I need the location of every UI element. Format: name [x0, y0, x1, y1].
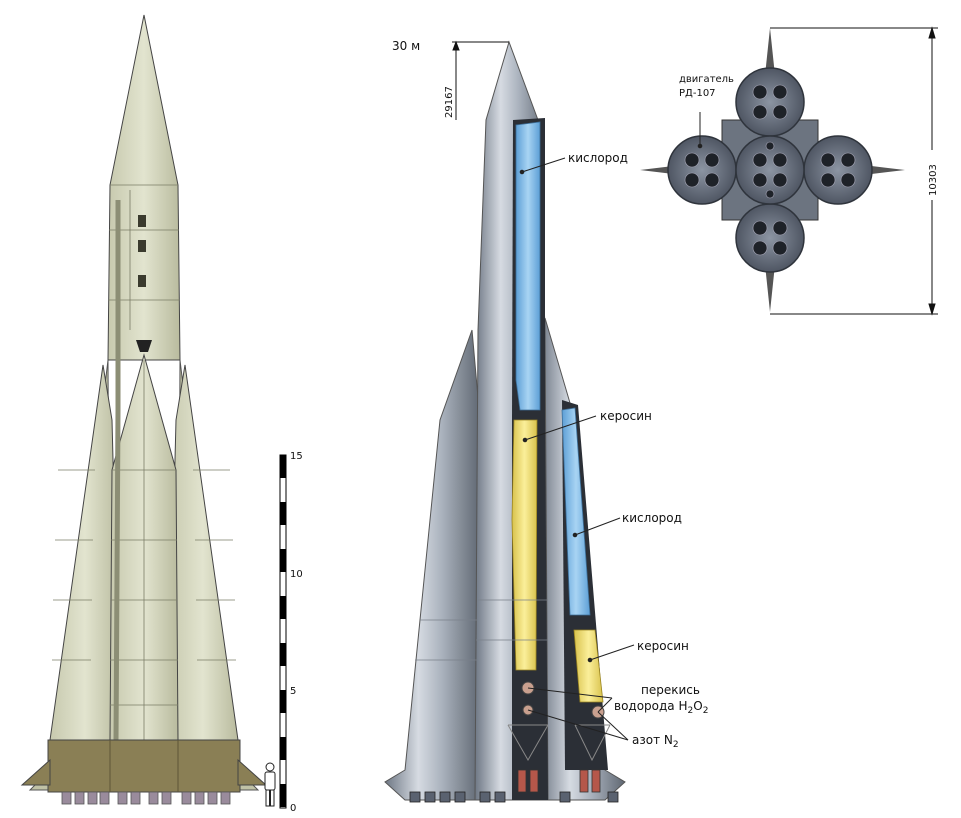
engine-label-line1: двигатель	[679, 74, 734, 85]
label-oxygen-lower: кислород	[622, 511, 682, 525]
scale-tick-15: 15	[290, 451, 303, 462]
nose-dimension: 29167	[444, 86, 455, 118]
label-kerosene-upper: керосин	[600, 409, 652, 423]
width-dimension-label: 10303	[928, 164, 939, 196]
human-figure-icon	[264, 762, 276, 807]
side-view-rocket	[20, 14, 268, 805]
scale-tick-5: 5	[290, 686, 296, 697]
scale-bar: 15 10 5 0	[279, 451, 303, 814]
height-label: 30 м	[392, 39, 420, 53]
engine-label-line2: РД-107	[679, 88, 716, 99]
label-nitrogen: азот N2	[632, 733, 679, 750]
label-kerosene-lower: керосин	[637, 639, 689, 653]
cutaway-rocket	[384, 40, 626, 803]
engine-callout	[697, 112, 703, 149]
label-peroxide-line2: водорода H2O2	[614, 699, 708, 716]
callout-lines	[519, 157, 635, 741]
engine-bottom-view	[640, 28, 905, 312]
label-peroxide-line1: перекись	[641, 683, 700, 697]
width-dimension	[770, 26, 938, 316]
scale-tick-0: 0	[290, 803, 296, 814]
scale-tick-10: 10	[290, 569, 303, 580]
label-oxygen-upper: кислород	[568, 151, 628, 165]
height-dimension	[452, 40, 509, 120]
